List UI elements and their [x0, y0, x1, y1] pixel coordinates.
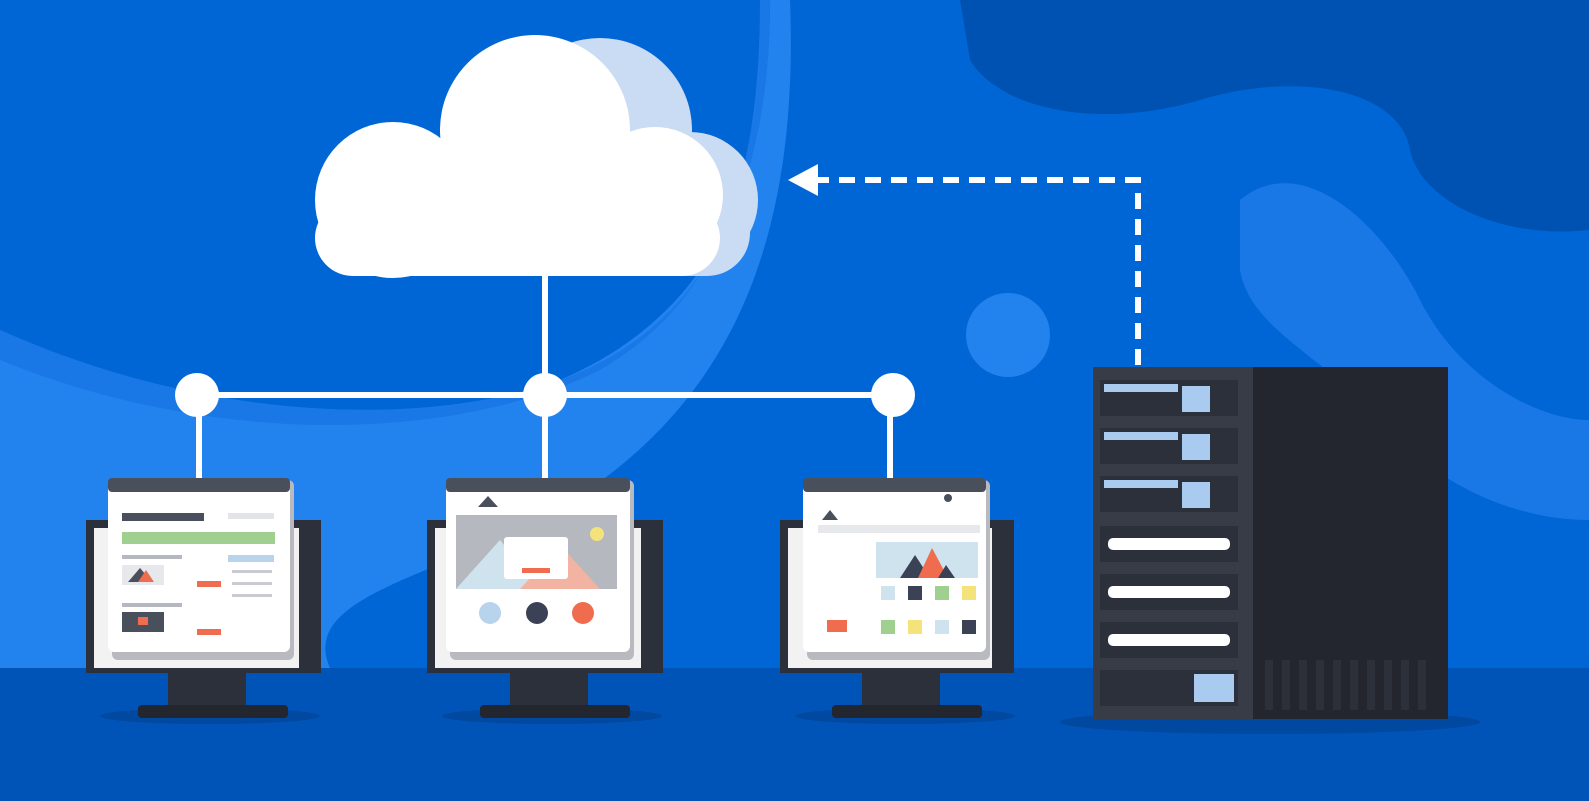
monitor-icon — [86, 478, 321, 724]
background-dot — [966, 293, 1050, 377]
background-dark-blob — [960, 0, 1589, 232]
background-right-wave — [1240, 183, 1589, 521]
background-mid-curve — [0, 0, 770, 425]
icon-grid — [881, 586, 976, 634]
network-node-center — [523, 373, 567, 417]
cloud-icon — [315, 35, 758, 278]
network-nodes — [175, 373, 915, 417]
network-node-left — [175, 373, 219, 417]
network-node-right — [871, 373, 915, 417]
monitor-icon — [427, 478, 663, 724]
dashed-arrow-icon — [788, 164, 1141, 365]
cloud-body — [315, 35, 723, 278]
server-rack-icon — [1060, 367, 1480, 734]
monitor-icon — [780, 478, 1015, 724]
